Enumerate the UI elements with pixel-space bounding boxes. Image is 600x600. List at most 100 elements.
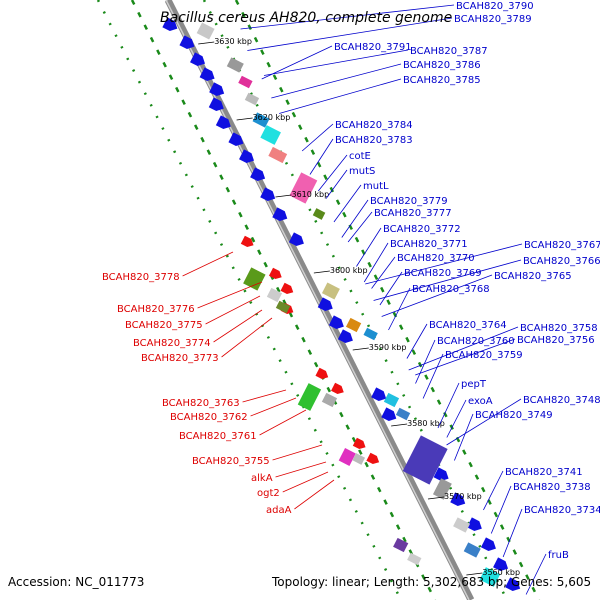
reverse-gene-label: BCAH820_3775 (125, 320, 203, 331)
gene-forward (337, 329, 353, 344)
gene-forward (250, 167, 266, 182)
topology-text: Topology: linear; Length: 5,302,683 bp; … (272, 575, 592, 589)
gene-feature (363, 327, 378, 341)
gene-feature (244, 92, 260, 106)
forward-label-leader (347, 211, 373, 243)
gene-forward (505, 577, 521, 592)
gene-forward (272, 207, 288, 222)
forward-gene-label: BCAH820_3787 (410, 46, 488, 57)
gene-forward (328, 315, 344, 330)
gene-forward (215, 115, 231, 130)
gene-feature (338, 448, 356, 466)
forward-gene-label: BCAH820_3759 (445, 350, 523, 361)
gene-forward (208, 97, 224, 112)
gene-feature (275, 300, 291, 314)
forward-gene-label: BCAH820_3768 (412, 284, 490, 295)
forward-gene-label: BCAH820_3769 (404, 268, 482, 279)
forward-label-leader (325, 169, 348, 199)
gene-feature (395, 407, 411, 421)
strand-guide-line (96, 0, 403, 600)
gene-feature (196, 22, 215, 40)
reverse-label-leader (250, 397, 297, 417)
forward-label-leader (363, 242, 389, 283)
forward-gene-label: BCAH820_3770 (397, 253, 475, 264)
gene-forward (493, 557, 509, 572)
forward-gene-label: BCAH820_3767 (524, 240, 600, 251)
gene-forward (317, 297, 333, 312)
forward-gene-label: BCAH820_3772 (383, 224, 461, 235)
forward-gene-label: mutL (363, 181, 389, 192)
gene-feature (243, 267, 266, 291)
strand-guide-line (130, 0, 437, 600)
reverse-gene-label: BCAH820_3778 (102, 272, 180, 283)
forward-label-leader (415, 338, 516, 376)
gene-feature (463, 542, 481, 558)
gene-forward (199, 67, 215, 82)
forward-label-leader (356, 227, 382, 267)
gene-forward (371, 387, 387, 402)
reverse-label-leader (221, 317, 273, 358)
forward-gene-label: BCAH820_3758 (520, 323, 598, 334)
forward-label-leader (406, 323, 428, 359)
gene-feature (352, 453, 366, 465)
forward-label-leader (437, 382, 460, 429)
kbp-tick-label: 3630 kbp (214, 37, 252, 46)
gene-feature (393, 537, 409, 553)
forward-gene-label: BCAH820_3785 (403, 75, 481, 86)
gene-forward (450, 492, 466, 507)
gene-feature (383, 392, 400, 408)
kbp-tick-label: 3620 kbp (253, 113, 291, 122)
gene-feature (252, 112, 270, 128)
forward-label-leader (381, 274, 493, 317)
kbp-tick-label: 3560 kbp (482, 568, 520, 577)
kbp-tick-label: 3610 kbp (291, 190, 329, 199)
forward-gene-label: BCAH820_3779 (370, 196, 448, 207)
forward-gene-label: exoA (468, 396, 493, 407)
forward-label-leader (446, 399, 467, 438)
kbp-tick-mark (352, 347, 369, 351)
reverse-gene-label: BCAH820_3774 (133, 338, 211, 349)
forward-label-leader (301, 123, 334, 152)
reverse-label-leader (259, 409, 307, 436)
forward-label-leader (247, 17, 453, 51)
forward-label-leader (379, 271, 403, 306)
gene-feature (479, 567, 501, 587)
forward-gene-label: mutS (349, 166, 375, 177)
gene-reverse (315, 367, 329, 380)
reverse-gene-label: BCAH820_3761 (179, 431, 257, 442)
forward-label-leader (373, 259, 522, 301)
forward-gene-label: BCAH820_3749 (475, 410, 553, 421)
forward-gene-label: BCAH820_3790 (456, 1, 534, 12)
gene-reverse (366, 452, 380, 465)
gene-labels: BCAH820_3790BCAH820_3789BCAH820_3791BCAH… (102, 1, 600, 561)
gene-feature (226, 57, 244, 73)
gene-forward (162, 17, 178, 32)
kbp-tick-mark (198, 41, 215, 45)
kbp-tick-mark (275, 194, 292, 198)
reverse-label-leader (205, 295, 261, 325)
forward-label-leader (365, 243, 523, 285)
gene-forward (228, 132, 244, 147)
forward-gene-label: cotE (349, 151, 371, 162)
kbp-tick-label: 3600 kbp (330, 266, 368, 275)
gene-forward (381, 407, 397, 422)
forward-label-leader (446, 398, 522, 446)
forward-gene-label: BCAH820_3791 (334, 42, 412, 53)
forward-gene-label: BCAH820_3734 (524, 505, 600, 516)
forward-gene-label: BCAH820_3748 (523, 395, 600, 406)
reverse-gene-label: alkA (251, 473, 273, 484)
reverse-gene-label: BCAH820_3773 (141, 353, 219, 364)
forward-label-leader (263, 49, 409, 76)
kbp-tick-mark (313, 270, 330, 274)
forward-label-leader (415, 339, 436, 384)
reverse-label-leader (182, 251, 234, 277)
forward-label-leader (502, 508, 523, 558)
forward-label-leader (490, 485, 512, 534)
forward-gene-label: BCAH820_3789 (454, 14, 532, 25)
gene-reverse (352, 437, 366, 450)
gene-forward (288, 232, 304, 247)
forward-gene-label: BCAH820_3764 (429, 320, 507, 331)
gene-forward (260, 187, 276, 202)
gene-forward (190, 52, 206, 67)
